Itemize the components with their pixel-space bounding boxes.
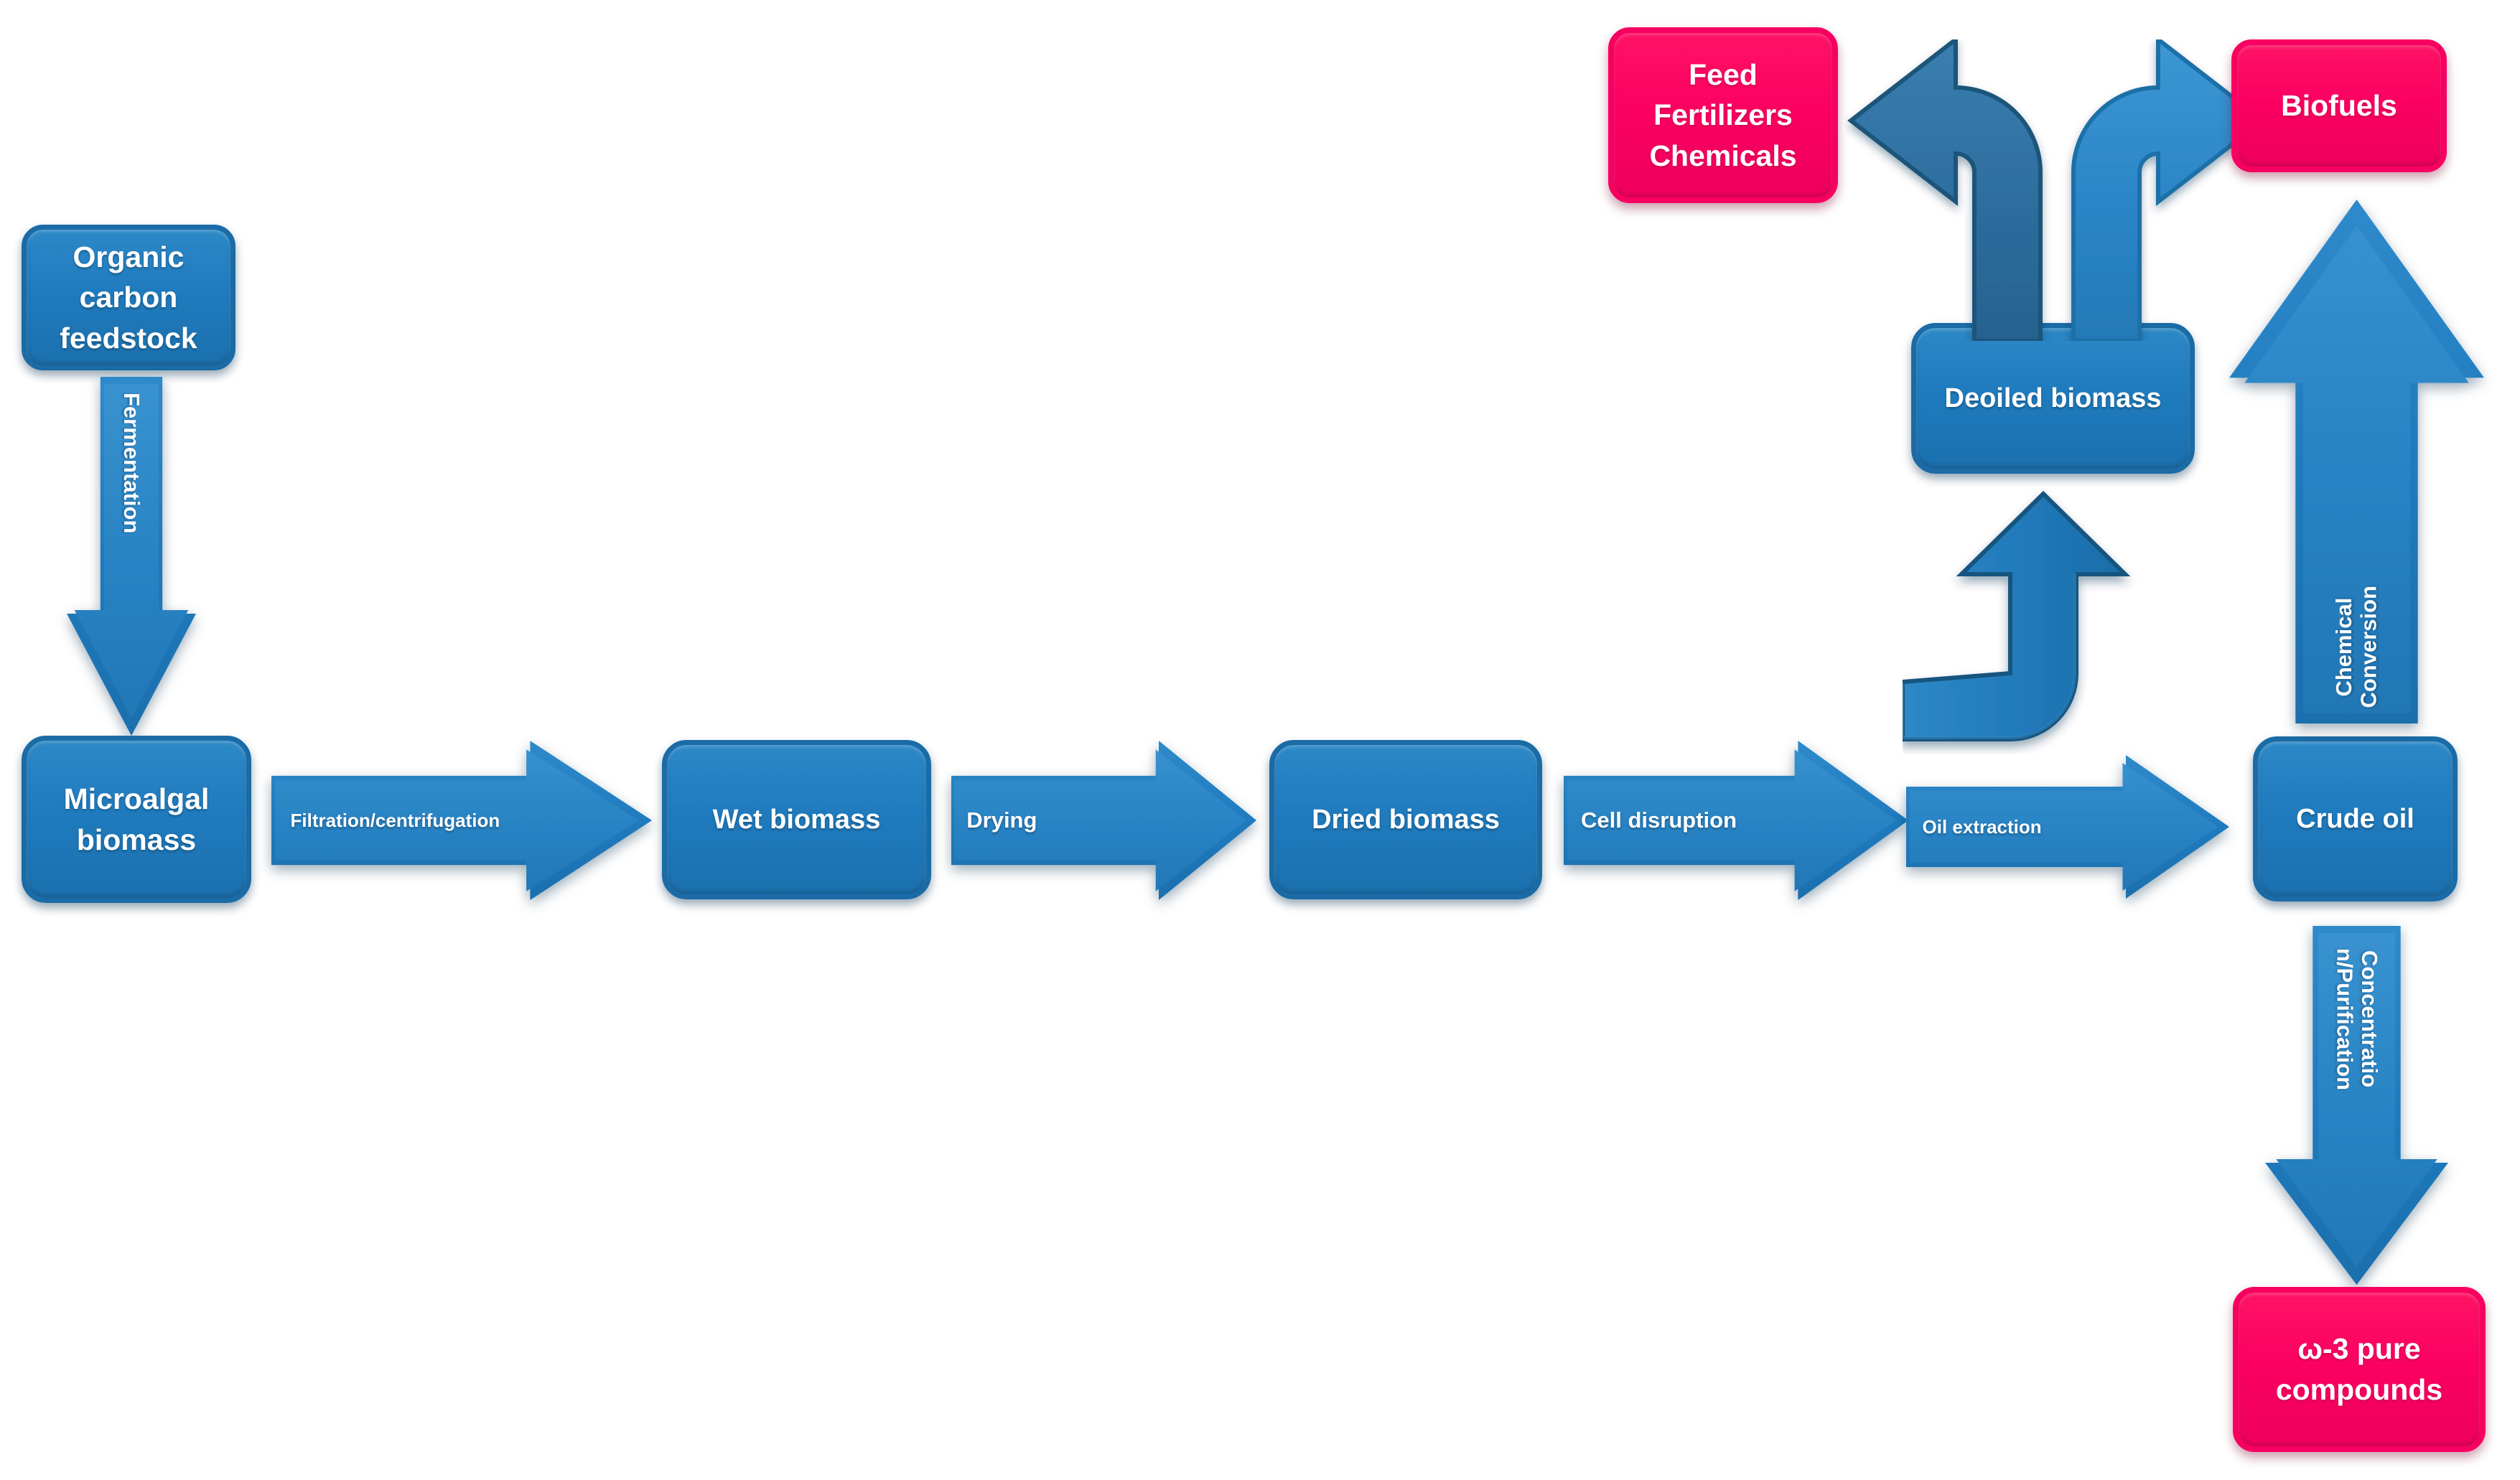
feed-label: Feed <box>1689 57 1758 91</box>
wet-biomass-label: Wet biomass <box>712 804 881 835</box>
arrow-label-oil-extraction: Oil extraction <box>1922 815 2042 838</box>
arrow-filtration-centrifugation[interactable]: Filtration/centrifugation <box>271 741 652 900</box>
arrow-label-filtration-centrifugation: Filtration/centrifugation <box>290 809 500 831</box>
microalgal-biomass-line1: Microalgal <box>63 782 210 815</box>
biofuels-label: Biofuels <box>2281 89 2397 123</box>
arrow-chemical-conversion[interactable]: Chemical Conversion <box>2229 200 2484 723</box>
chemical-conversion-line1: Chemical <box>2330 597 2356 697</box>
arrow-deoiled-to-feed-and-biofuels[interactable] <box>1845 34 2290 343</box>
deoiling-elbow-highlight <box>1901 573 2076 739</box>
organic-feedstock-line2: carbon <box>79 281 178 314</box>
arrow-deoiling-elbow[interactable] <box>1900 488 2190 754</box>
node-feed-fertilizers-chemicals[interactable]: Feed Fertilizers Chemicals <box>1608 27 1838 203</box>
organic-feedstock-line3: feedstock <box>60 321 197 355</box>
node-dried-biomass[interactable]: Dried biomass <box>1269 740 1542 899</box>
arrow-label-fermentation: Fermentation <box>119 392 144 533</box>
arrow-label-concentration-purification: Concentratio n/Purification <box>2332 947 2383 1090</box>
concentration-purification-line2: n/Purification <box>2332 947 2358 1090</box>
omega3-line2: compounds <box>2275 1373 2443 1406</box>
arrow-label-cell-disruption: Cell disruption <box>1581 807 1737 833</box>
deoiling-elbow-path <box>1900 490 2131 741</box>
node-wet-biomass[interactable]: Wet biomass <box>662 740 931 899</box>
arrow-label-drying: Drying <box>966 807 1037 833</box>
node-organic-carbon-feedstock[interactable]: Organic carbon feedstock <box>22 225 235 370</box>
deoiled-branch-arrows-svg <box>1847 34 2267 343</box>
concentration-purification-line1: Concentratio <box>2357 950 2383 1088</box>
dried-biomass-label: Dried biomass <box>1312 804 1500 835</box>
node-deoiled-biomass[interactable]: Deoiled biomass <box>1911 323 2195 474</box>
crude-oil-label: Crude oil <box>2296 803 2414 834</box>
chemical-conversion-line2: Conversion <box>2356 586 2381 708</box>
node-crude-oil[interactable]: Crude oil <box>2253 736 2458 901</box>
arrow-drying[interactable]: Drying <box>951 741 1256 900</box>
arrow-cell-disruption[interactable]: Cell disruption <box>1564 741 1908 900</box>
deoiling-elbow-svg <box>1900 490 2131 741</box>
arrow-concentration-purification[interactable]: Concentratio n/Purification <box>2265 926 2448 1285</box>
arrow-to-feed-fertilizers-chemicals <box>1847 34 2043 343</box>
arrow-to-biofuels <box>2071 34 2267 343</box>
arrow-fermentation[interactable]: Fermentation <box>67 377 196 736</box>
microalgal-biomass-line2: biomass <box>76 823 197 856</box>
organic-feedstock-line1: Organic <box>73 240 185 273</box>
deoiled-biomass-label: Deoiled biomass <box>1944 383 2162 413</box>
arrow-oil-extraction[interactable]: Oil extraction <box>1906 755 2229 899</box>
chemicals-label: Chemicals <box>1649 139 1797 172</box>
node-biofuels[interactable]: Biofuels <box>2231 39 2447 172</box>
fertilizers-label: Fertilizers <box>1653 98 1793 132</box>
node-omega3-pure-compounds[interactable]: ω-3 pure compounds <box>2233 1287 2486 1452</box>
omega3-line1: ω-3 pure <box>2297 1332 2421 1366</box>
arrow-label-chemical-conversion: Chemical Conversion <box>2330 586 2381 708</box>
node-microalgal-biomass[interactable]: Microalgal biomass <box>22 736 251 903</box>
